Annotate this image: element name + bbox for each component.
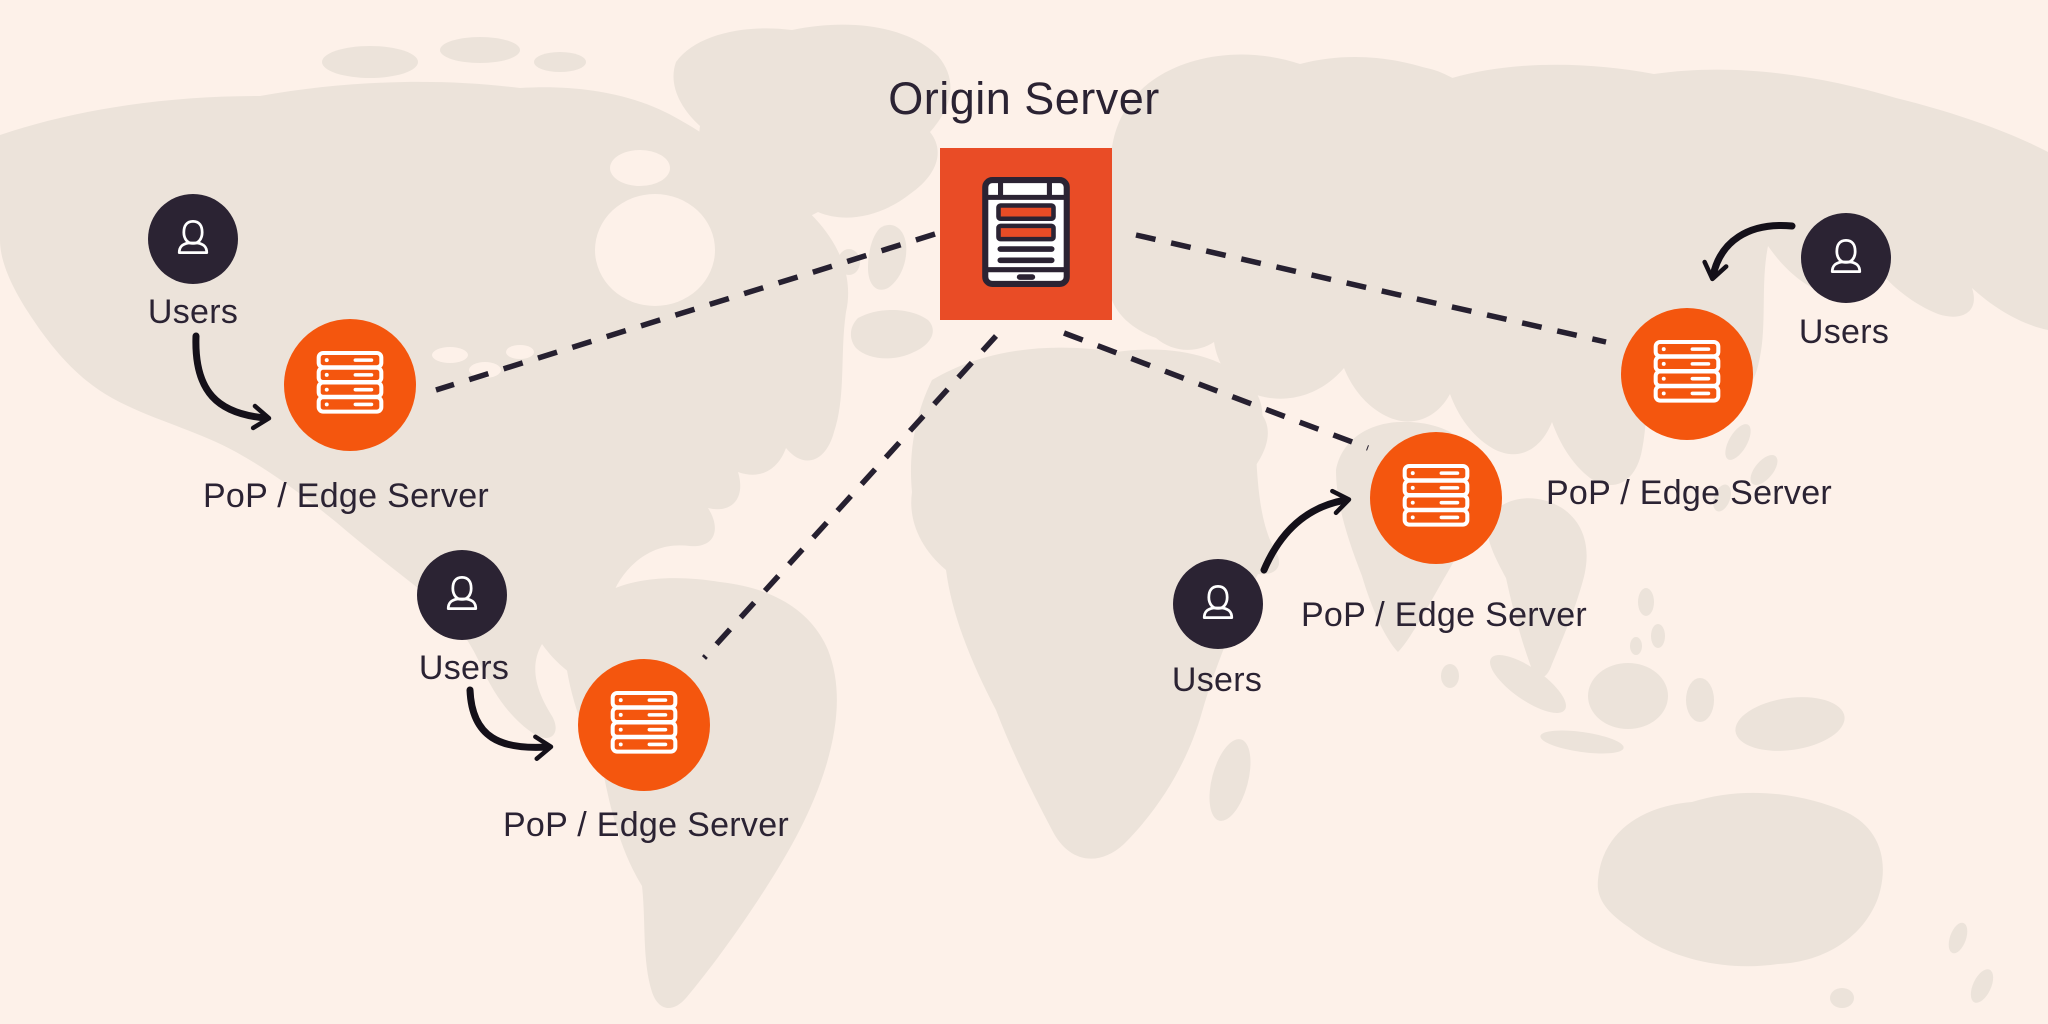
edge-server-node-east-asia [1621,308,1753,440]
landmass-novaya-zemlya [1408,66,1472,102]
users-node-south-asia [1173,559,1263,649]
landmass-tasmania [1830,988,1854,1008]
edge-server-node-north-america [284,319,416,451]
landmass-sumatra [1490,655,1566,713]
origin-server-node [940,148,1112,320]
landmass-arabia [1140,393,1268,535]
landmass-new-zealand-north [1948,922,1968,954]
landmass-australia [1597,792,1883,967]
landmass-iberia [850,309,933,359]
users-node-south-america [417,550,507,640]
landmass-new-zealand-south [1970,969,1994,1003]
hudson-bay [595,194,715,306]
server-rack-icon [610,690,678,760]
landmass-greenland [673,24,951,222]
users-node-north-america [148,194,238,284]
edge-server-label-north-america: PoP / Edge Server [202,477,490,515]
edge-server-label-south-asia: PoP / Edge Server [1300,596,1588,634]
user-icon [1824,234,1868,283]
users-label-south-america: Users [418,649,510,687]
edge-server-node-south-america [578,659,710,791]
user-icon [440,571,484,620]
server-rack-icon [316,350,384,420]
landmass-indochina [1487,498,1587,678]
server-rack-icon [1402,463,1470,533]
landmass-sri-lanka [1441,664,1459,688]
arrow-users-to-edge-south-america [466,686,554,761]
edge-server-label-east-asia: PoP / Edge Server [1545,474,1833,512]
arctic-island-1 [322,46,418,78]
arctic-island-2 [440,37,520,63]
arrow-users-to-edge-north-america [192,332,272,431]
landmass-philippines-2 [1651,624,1665,648]
user-flow-arrows [192,221,1796,761]
arrow-users-to-edge-south-asia [1260,488,1352,574]
connection-origin-to-east-asia [1135,232,1607,345]
arctic-island-3 [534,52,586,72]
user-icon [1196,580,1240,629]
edge-server-node-south-asia [1370,432,1502,564]
landmass-korea [1713,484,1731,512]
great-lake-1 [432,347,468,363]
origin-server-document-icon [982,176,1070,292]
users-label-south-asia: Users [1171,661,1263,699]
landmass-japan-2 [1750,455,1778,485]
landmass-new-guinea [1735,697,1845,751]
great-lake-3 [506,345,534,359]
connection-origin-to-north-america [435,231,936,393]
edge-server-label-south-america: PoP / Edge Server [502,806,790,844]
user-icon [171,215,215,264]
landmass-uk [868,224,907,290]
landmass-borneo [1588,663,1668,729]
landmass-philippines-3 [1630,637,1642,655]
great-lake-2 [469,362,501,378]
landmass-java [1540,730,1624,754]
landmass-philippines-1 [1638,588,1654,616]
server-rack-icon [1653,339,1721,409]
arrow-users-to-edge-east-asia [1702,221,1796,282]
users-node-east-asia [1801,213,1891,303]
users-label-north-america: Users [147,293,239,331]
origin-connections [435,231,1607,660]
connection-origin-to-south-asia [1063,330,1369,451]
landmass-eurasia [1100,54,2048,486]
connection-origin-to-south-america [701,334,999,660]
users-label-east-asia: Users [1798,313,1890,351]
landmass-south-america [564,578,837,1009]
foxe-basin [610,150,670,186]
arctic-island-4 [392,107,448,129]
landmass-madagascar [1209,739,1251,821]
landmass-sulawesi [1686,678,1714,722]
origin-server-title: Origin Server [888,73,1160,124]
landmass-japan-1 [1725,424,1751,460]
